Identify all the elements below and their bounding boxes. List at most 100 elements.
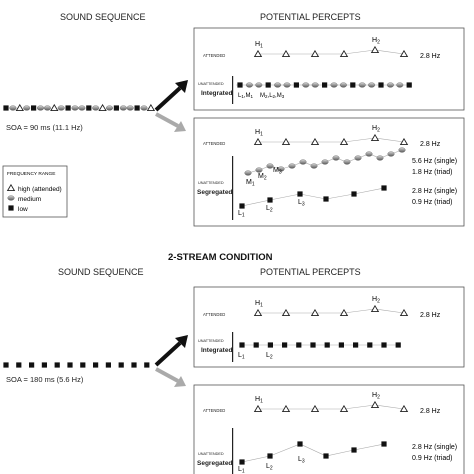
medium-tone-marker (140, 105, 148, 111)
low-tone-marker (297, 191, 303, 197)
low-tone-marker (54, 362, 60, 368)
low-tone-marker (381, 185, 387, 191)
top-box1-l1m1-label: L1,M1 (238, 93, 254, 99)
low-tone-marker (351, 447, 357, 453)
bottom-box1-attended-markers (254, 305, 408, 317)
top-box2-l2-label: L2 (266, 205, 273, 214)
medium-tone-marker (302, 82, 310, 88)
medium-tone-marker (354, 155, 362, 161)
bottom-arrow-segregated (155, 367, 186, 387)
top-box2-h1-label: H1 (255, 129, 263, 138)
top-box2-low-markers (239, 185, 387, 209)
medium-tone-marker (398, 147, 406, 153)
top-box2-divider (232, 156, 234, 220)
bottom-box2-attended-markers (254, 401, 408, 413)
low-tone-marker (323, 453, 329, 459)
top-box2-m2-label: M2 (258, 173, 267, 182)
low-tone-marker-connector (241, 443, 385, 463)
medium-tone-marker (332, 155, 340, 161)
top-box2-l3-label: L3 (298, 199, 305, 208)
low-tone-marker (41, 362, 47, 368)
bottom-box2-l2-label: L2 (266, 463, 273, 472)
medium-tone-marker (386, 82, 394, 88)
medium-tone-marker (126, 105, 134, 111)
low-tone-marker (310, 342, 316, 348)
bottom-box2-h1-label: H1 (255, 396, 263, 405)
low-tone-marker (237, 82, 243, 88)
bottom-box1-attended-label: ATTENDED (203, 312, 225, 317)
bottom-box2-l1-label: L1 (238, 466, 245, 474)
bottom-box2-attended-label: ATTENDED (203, 408, 225, 413)
low-tone-marker (381, 342, 387, 348)
low-tone-marker (3, 362, 9, 368)
bottom-box2-low-rate-triad: 0.9 Hz (triad) (412, 455, 452, 462)
medium-tone-marker (244, 170, 252, 176)
top-box2-m3-label: M3 (273, 167, 282, 176)
medium-tone-marker (71, 105, 79, 111)
top-box1-divider (232, 76, 234, 104)
bottom-box1-unattended-label: UNATTENDED (198, 339, 224, 343)
bottom-arrow-integrated (154, 335, 188, 367)
bottom-box2-low-markers (239, 441, 387, 465)
top-box2-attended-rate: 2.8 Hz (420, 141, 441, 148)
high-tone-marker (147, 104, 155, 112)
low-tone-marker (323, 196, 329, 202)
low-tone-marker (3, 105, 9, 111)
medium-tone-marker (387, 151, 395, 157)
top-integrated-box (193, 27, 465, 111)
bottom-sound-sequence-title: SOUND SEQUENCE (58, 267, 144, 277)
low-tone-marker (239, 203, 245, 209)
bottom-condition-title: 2-STREAM CONDITION (168, 252, 273, 263)
medium-tone-marker (339, 82, 347, 88)
medium-tone-marker (245, 82, 253, 88)
low-tone-marker (378, 82, 384, 88)
low-tone-marker (293, 82, 299, 88)
bottom-box2-l3-label: L3 (298, 456, 305, 465)
medium-tone-marker (255, 82, 263, 88)
low-tone-marker (282, 342, 288, 348)
low-tone-marker (367, 342, 373, 348)
top-box1-unattended-markers (236, 82, 412, 88)
low-tone-marker (29, 362, 35, 368)
medium-tone-marker (376, 155, 384, 161)
top-sound-sequence-title: SOUND SEQUENCE (60, 12, 146, 22)
medium-tone-marker (365, 151, 373, 157)
top-box1-attended-label: ATTENDED (203, 53, 225, 58)
top-box1-attended-markers (254, 46, 408, 58)
medium-tone-marker (299, 159, 307, 165)
bottom-segregated-box (193, 384, 465, 474)
medium-tone-marker (343, 159, 351, 165)
low-tone-marker (338, 342, 344, 348)
medium-tone-marker (92, 105, 100, 111)
low-tone-marker (16, 362, 22, 368)
bottom-box1-divider (232, 332, 234, 362)
bottom-box2-h2-label: H2 (372, 392, 380, 401)
low-tone-marker (406, 82, 412, 88)
bottom-box1-h1-label: H1 (255, 300, 263, 309)
top-box1-unattended-label: UNATTENDED (198, 82, 224, 86)
bottom-soa-label: SOA = 180 ms (5.6 Hz) (6, 375, 84, 384)
legend-low-marker (8, 205, 14, 211)
medium-tone-marker (23, 105, 31, 111)
bottom-integrated-box (193, 286, 465, 368)
top-box2-low-rate-triad: 0.9 Hz (triad) (412, 199, 452, 206)
low-tone-marker (134, 105, 140, 111)
top-box2-unattended-label: UNATTENDED (198, 181, 224, 185)
bottom-box1-integrated-label: Integrated (201, 347, 232, 354)
medium-tone-marker (78, 105, 86, 111)
low-tone-marker (86, 105, 92, 111)
medium-tone-marker (288, 163, 296, 169)
high-tone-marker-connector (258, 308, 405, 314)
top-arrow-segregated (155, 112, 186, 132)
low-tone-marker (322, 82, 328, 88)
low-tone-marker (267, 342, 273, 348)
low-tone-marker (265, 82, 271, 88)
medium-tone-marker (358, 82, 366, 88)
medium-tone-marker (311, 82, 319, 88)
top-box2-h2-label: H2 (372, 125, 380, 134)
top-soa-label: SOA = 90 ms (11.1 Hz) (6, 123, 83, 132)
medium-tone-marker (321, 159, 329, 165)
low-tone-marker (105, 362, 111, 368)
bottom-box2-divider (232, 428, 234, 474)
